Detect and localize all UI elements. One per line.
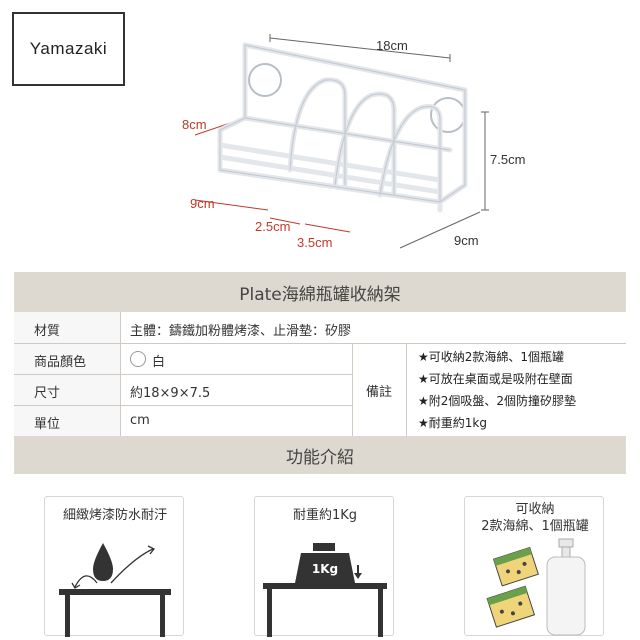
sponge-bottle-icon — [486, 538, 586, 636]
brand-logo: Yamazaki — [12, 12, 125, 86]
product-title-band: Plate海綿瓶罐收納架 — [14, 272, 626, 312]
remark-item: ★可放在桌面或是吸附在壁面 — [418, 372, 573, 386]
dim-gap-large: 3.5cm — [297, 235, 333, 250]
unit-value: cm — [130, 413, 150, 428]
product-title: Plate海綿瓶罐收納架 — [239, 284, 401, 305]
brand-logo-text: Yamazaki — [29, 39, 108, 58]
dim-depth-bottom-left: 9cm — [190, 196, 215, 211]
dim-width: 18cm — [376, 38, 408, 53]
remark-item: ★耐重約1kg — [418, 416, 487, 430]
weight-icon — [263, 543, 387, 637]
dim-depth-left: 8cm — [182, 117, 207, 132]
size-value: 約18×9×7.5 — [130, 386, 211, 401]
feature-title-line1: 可收納 — [515, 502, 555, 517]
dim-depth-right: 9cm — [454, 233, 479, 248]
feature-title: 細緻烤漆防水耐汙 — [62, 508, 167, 523]
features-title-band: 功能介紹 — [14, 436, 626, 474]
feature-card-waterproof: 細緻烤漆防水耐汙 — [44, 496, 184, 637]
material-value: 主體：鑄鐵加粉體烤漆、止滑墊：矽膠 — [130, 324, 352, 339]
feature-title-line2: 2款海綿、1個瓶罐 — [481, 519, 589, 534]
feature-title: 耐重約1Kg — [292, 508, 358, 523]
material-label: 材質 — [34, 324, 61, 339]
white-color-swatch — [130, 351, 146, 367]
color-value: 白 — [152, 355, 166, 370]
weight-label: 1Kg — [311, 562, 339, 576]
spec-table: 材質 主體：鑄鐵加粉體烤漆、止滑墊：矽膠 商品顏色 白 尺寸 約18×9×7.5… — [14, 312, 626, 437]
feature-card-load: 耐重約1Kg 1Kg — [254, 496, 394, 637]
product-drawing — [194, 34, 489, 249]
remark-item: ★附2個吸盤、2個防撞矽膠墊 — [418, 394, 577, 408]
unit-label: 單位 — [34, 417, 61, 432]
features-title: 功能介紹 — [286, 447, 354, 468]
size-label: 尺寸 — [34, 386, 61, 401]
dim-height: 7.5cm — [490, 152, 526, 167]
water-drop-icon — [59, 543, 171, 637]
remark-item: ★可收納2款海綿、1個瓶罐 — [418, 350, 565, 364]
dim-gap-small: 2.5cm — [255, 219, 291, 234]
remarks-label: 備註 — [365, 385, 392, 400]
feature-card-storage: 可收納 2款海綿、1個瓶罐 — [464, 496, 604, 636]
color-label: 商品顏色 — [34, 355, 87, 370]
